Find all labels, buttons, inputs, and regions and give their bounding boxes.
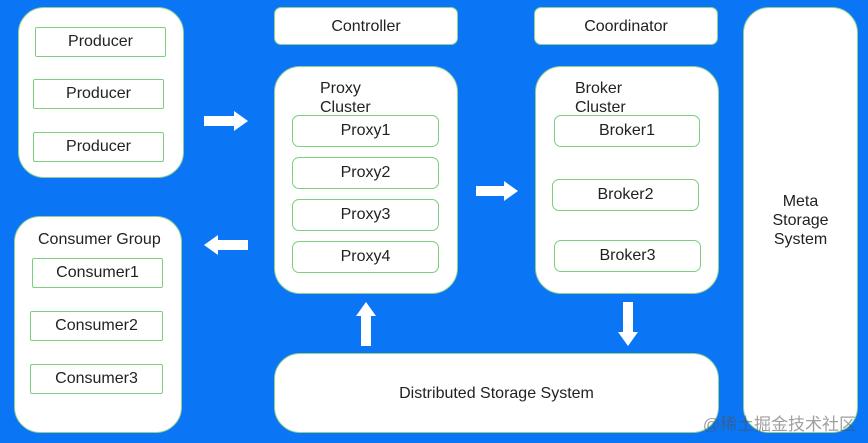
proxy-box-2: Proxy2 [292,157,439,189]
meta-storage-line3: System [773,230,828,248]
controller-box: Controller [274,7,458,45]
distributed-storage-system-box: Distributed Storage System [274,353,719,433]
coordinator-box: Coordinator [534,7,718,45]
producer-box-2: Producer [33,79,164,109]
meta-storage-line2: Storage [772,211,829,229]
broker-box-2: Broker2 [552,179,699,211]
arrow-up-icon [356,302,376,346]
meta-storage-line1: Meta [782,192,819,210]
consumer-group-title: Consumer Group [38,231,161,248]
proxy-cluster-title-line2: Cluster [320,99,371,116]
proxy-box-3: Proxy3 [292,199,439,231]
broker-box-1: Broker1 [554,115,700,147]
proxy-cluster-title-line1: Proxy [320,80,361,97]
arrow-down-icon [618,302,638,346]
broker-cluster-title-line2: Cluster [575,99,626,116]
consumer-box-1: Consumer1 [32,258,163,288]
arrow-right-icon [204,111,248,131]
producer-box-1: Producer [35,27,166,57]
broker-cluster-title: Broker Cluster [575,79,626,117]
arrow-right-icon [476,181,518,201]
meta-storage-system-box: Meta Storage System [743,7,858,433]
branding-watermark: @稀土掘金技术社区 [702,415,856,434]
proxy-box-4: Proxy4 [292,241,439,273]
broker-cluster-title-line1: Broker [575,80,623,97]
proxy-box-1: Proxy1 [292,115,439,147]
arrow-left-icon [204,235,248,255]
broker-box-3: Broker3 [554,240,701,272]
producer-box-3: Producer [33,132,164,162]
consumer-box-3: Consumer3 [30,364,163,394]
consumer-box-2: Consumer2 [30,311,163,341]
proxy-cluster-title: Proxy Cluster [320,79,371,117]
